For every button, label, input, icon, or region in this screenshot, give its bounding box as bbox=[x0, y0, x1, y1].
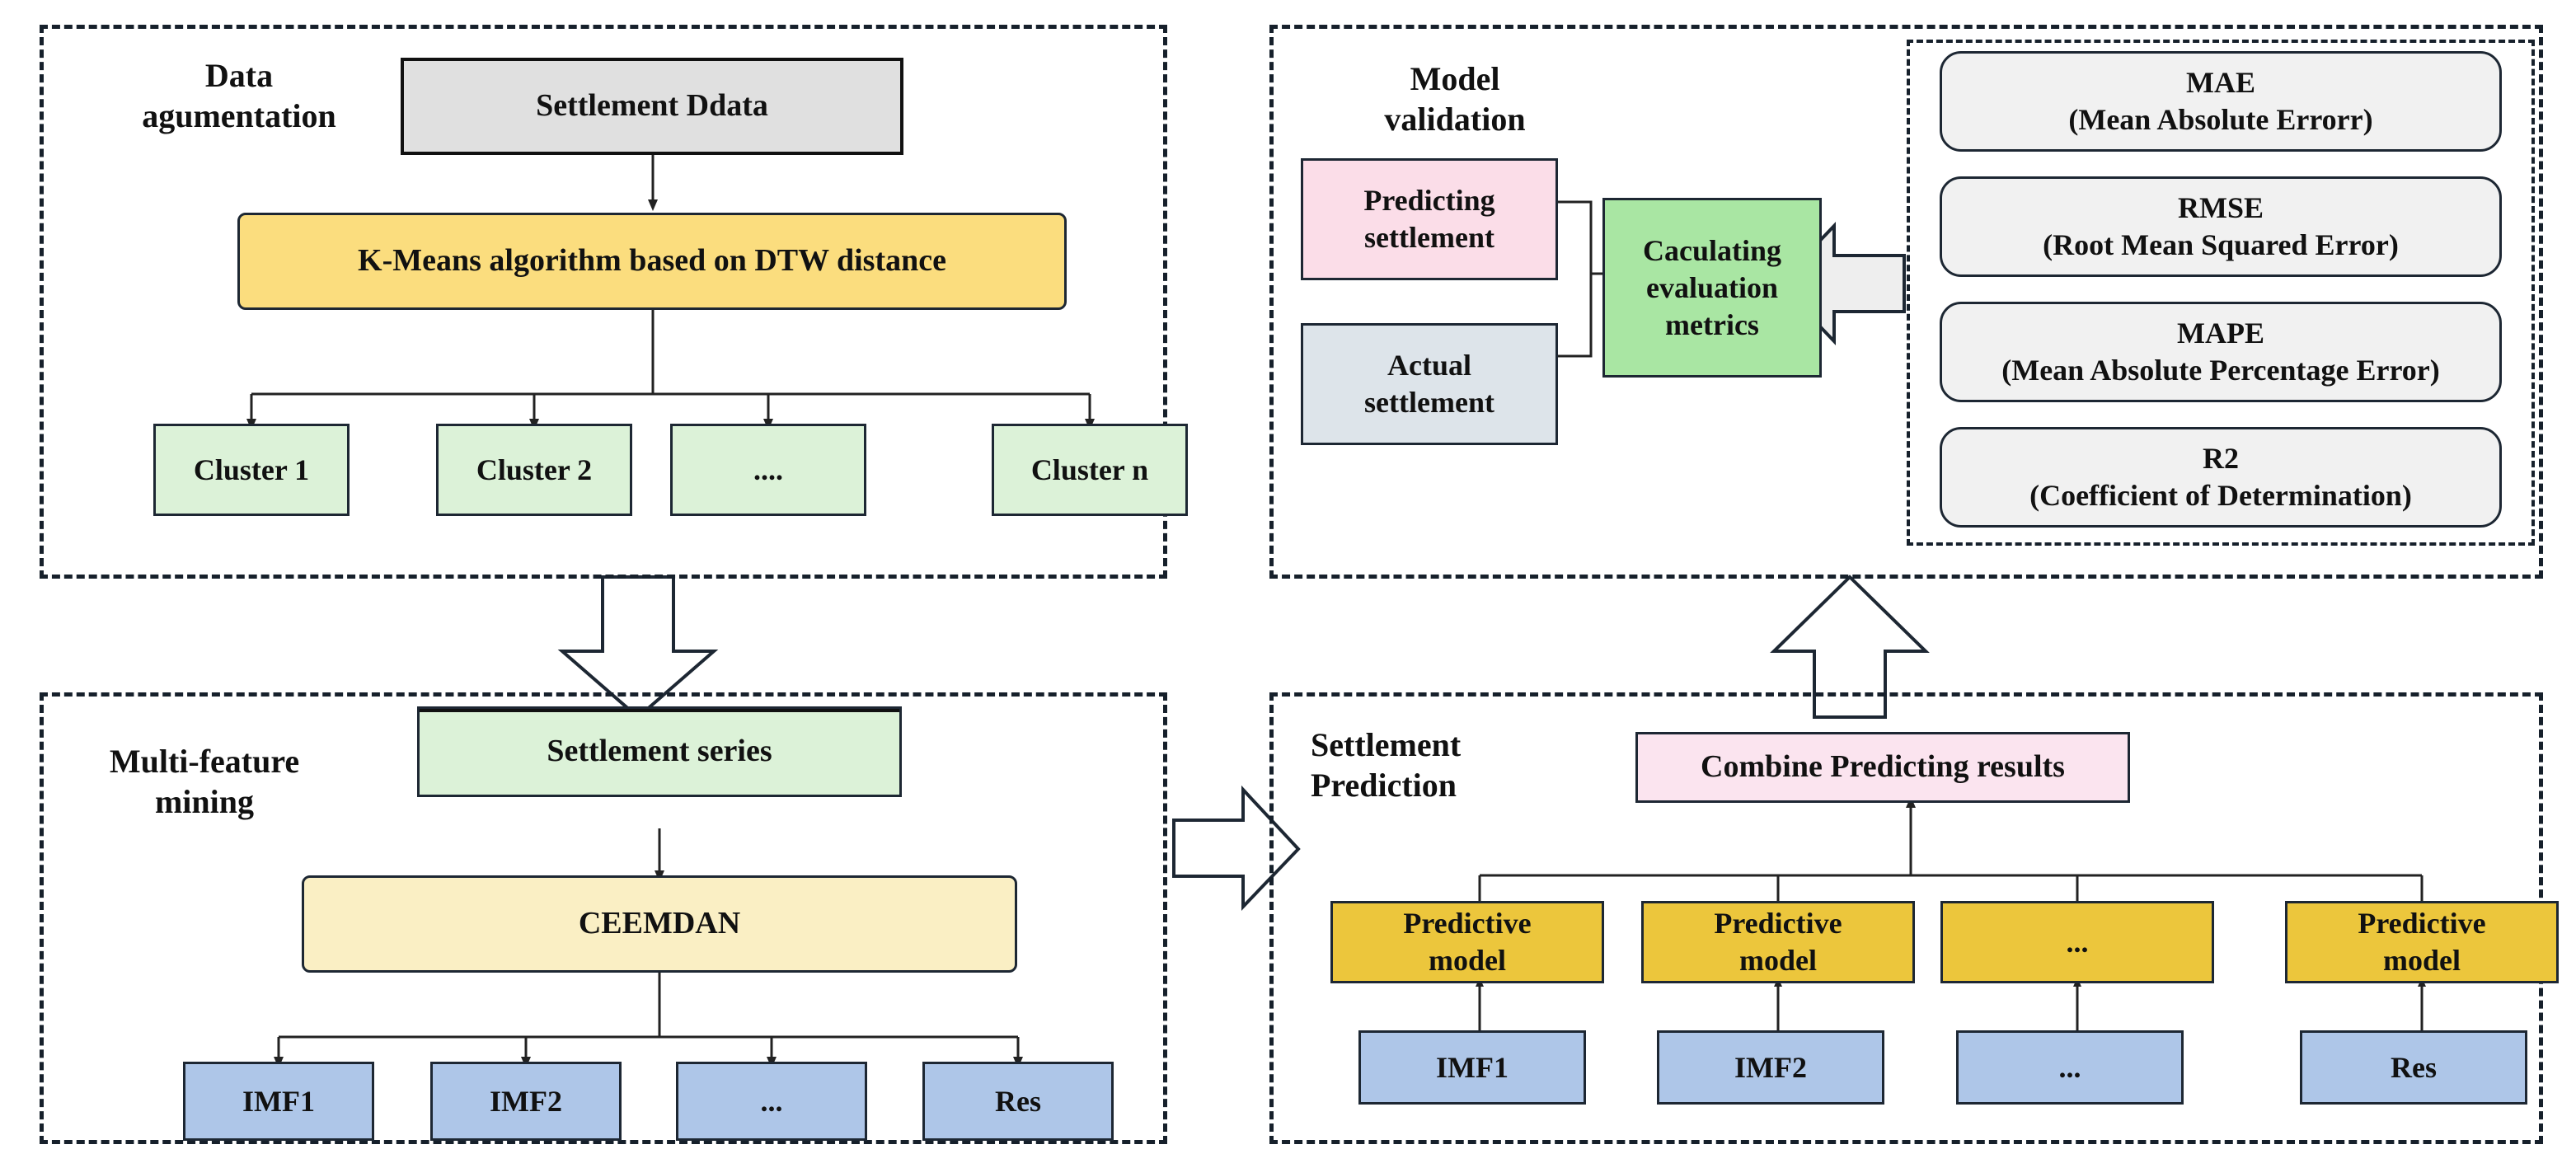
node-settlement-series: Settlement series bbox=[417, 706, 902, 797]
node-imf2-mining: IMF2 bbox=[430, 1062, 622, 1141]
node-predicting-settlement: Predicting settlement bbox=[1301, 158, 1558, 280]
caption-data-augmentation: Data agumentation bbox=[142, 57, 336, 134]
node-imf1-mining: IMF1 bbox=[183, 1062, 374, 1141]
node-cluster-ellipsis: .... bbox=[670, 424, 866, 516]
panel-metrics-group bbox=[1907, 40, 2535, 546]
node-predictive-model-ellipsis: ... bbox=[1940, 901, 2214, 983]
panel-multi-feature-mining bbox=[40, 692, 1167, 1144]
node-cluster-1: Cluster 1 bbox=[153, 424, 350, 516]
node-predictive-model-n: Predictive model bbox=[2285, 901, 2559, 983]
metric-rmse-abbr: RMSE bbox=[2177, 191, 2264, 224]
node-calculating-evaluation-metrics: Caculating evaluation metrics bbox=[1602, 198, 1822, 378]
metric-rmse: RMSE (Root Mean Squared Error) bbox=[1940, 176, 2502, 277]
metric-mae-abbr: MAE bbox=[2186, 66, 2255, 99]
metric-r2-full: (Coefficient of Determination) bbox=[2029, 479, 2412, 512]
metric-mape: MAPE (Mean Absolute Percentage Error) bbox=[1940, 302, 2502, 402]
metric-mape-full: (Mean Absolute Percentage Error) bbox=[2001, 354, 2440, 387]
node-ellipsis-prediction: ... bbox=[1956, 1030, 2184, 1105]
node-settlement-data: Settlement Ddata bbox=[401, 58, 903, 155]
caption-model-validation: Model validation bbox=[1384, 60, 1526, 138]
caption-settlement-prediction: Settlement Prediction bbox=[1311, 726, 1462, 804]
node-ceemdan: CEEMDAN bbox=[302, 875, 1017, 973]
panel-data-augmentation bbox=[40, 25, 1167, 579]
metric-mae: MAE (Mean Absolute Errorr) bbox=[1940, 51, 2502, 152]
metric-rmse-full: (Root Mean Squared Error) bbox=[2043, 228, 2399, 261]
node-imf2-prediction: IMF2 bbox=[1657, 1030, 1884, 1105]
node-ellipsis-mining: ... bbox=[676, 1062, 867, 1141]
node-cluster-n: Cluster n bbox=[992, 424, 1188, 516]
node-combine-predicting-results: Combine Predicting results bbox=[1635, 732, 2130, 803]
node-kmeans-algorithm: K-Means algorithm based on DTW distance bbox=[237, 213, 1067, 310]
metric-mae-full: (Mean Absolute Errorr) bbox=[2068, 103, 2373, 136]
node-predictive-model-1: Predictive model bbox=[1330, 901, 1604, 983]
node-imf1-prediction: IMF1 bbox=[1358, 1030, 1586, 1105]
metric-mape-abbr: MAPE bbox=[2177, 317, 2264, 349]
node-res-prediction: Res bbox=[2300, 1030, 2527, 1105]
node-cluster-2: Cluster 2 bbox=[436, 424, 632, 516]
metric-r2-abbr: R2 bbox=[2203, 442, 2239, 475]
caption-multi-feature-mining: Multi-feature mining bbox=[109, 743, 300, 820]
node-predictive-model-2: Predictive model bbox=[1641, 901, 1915, 983]
metric-r2: R2 (Coefficient of Determination) bbox=[1940, 427, 2502, 528]
node-res-mining: Res bbox=[922, 1062, 1114, 1141]
node-actual-settlement: Actual settlement bbox=[1301, 323, 1558, 445]
panel-model-validation bbox=[1269, 25, 2543, 579]
